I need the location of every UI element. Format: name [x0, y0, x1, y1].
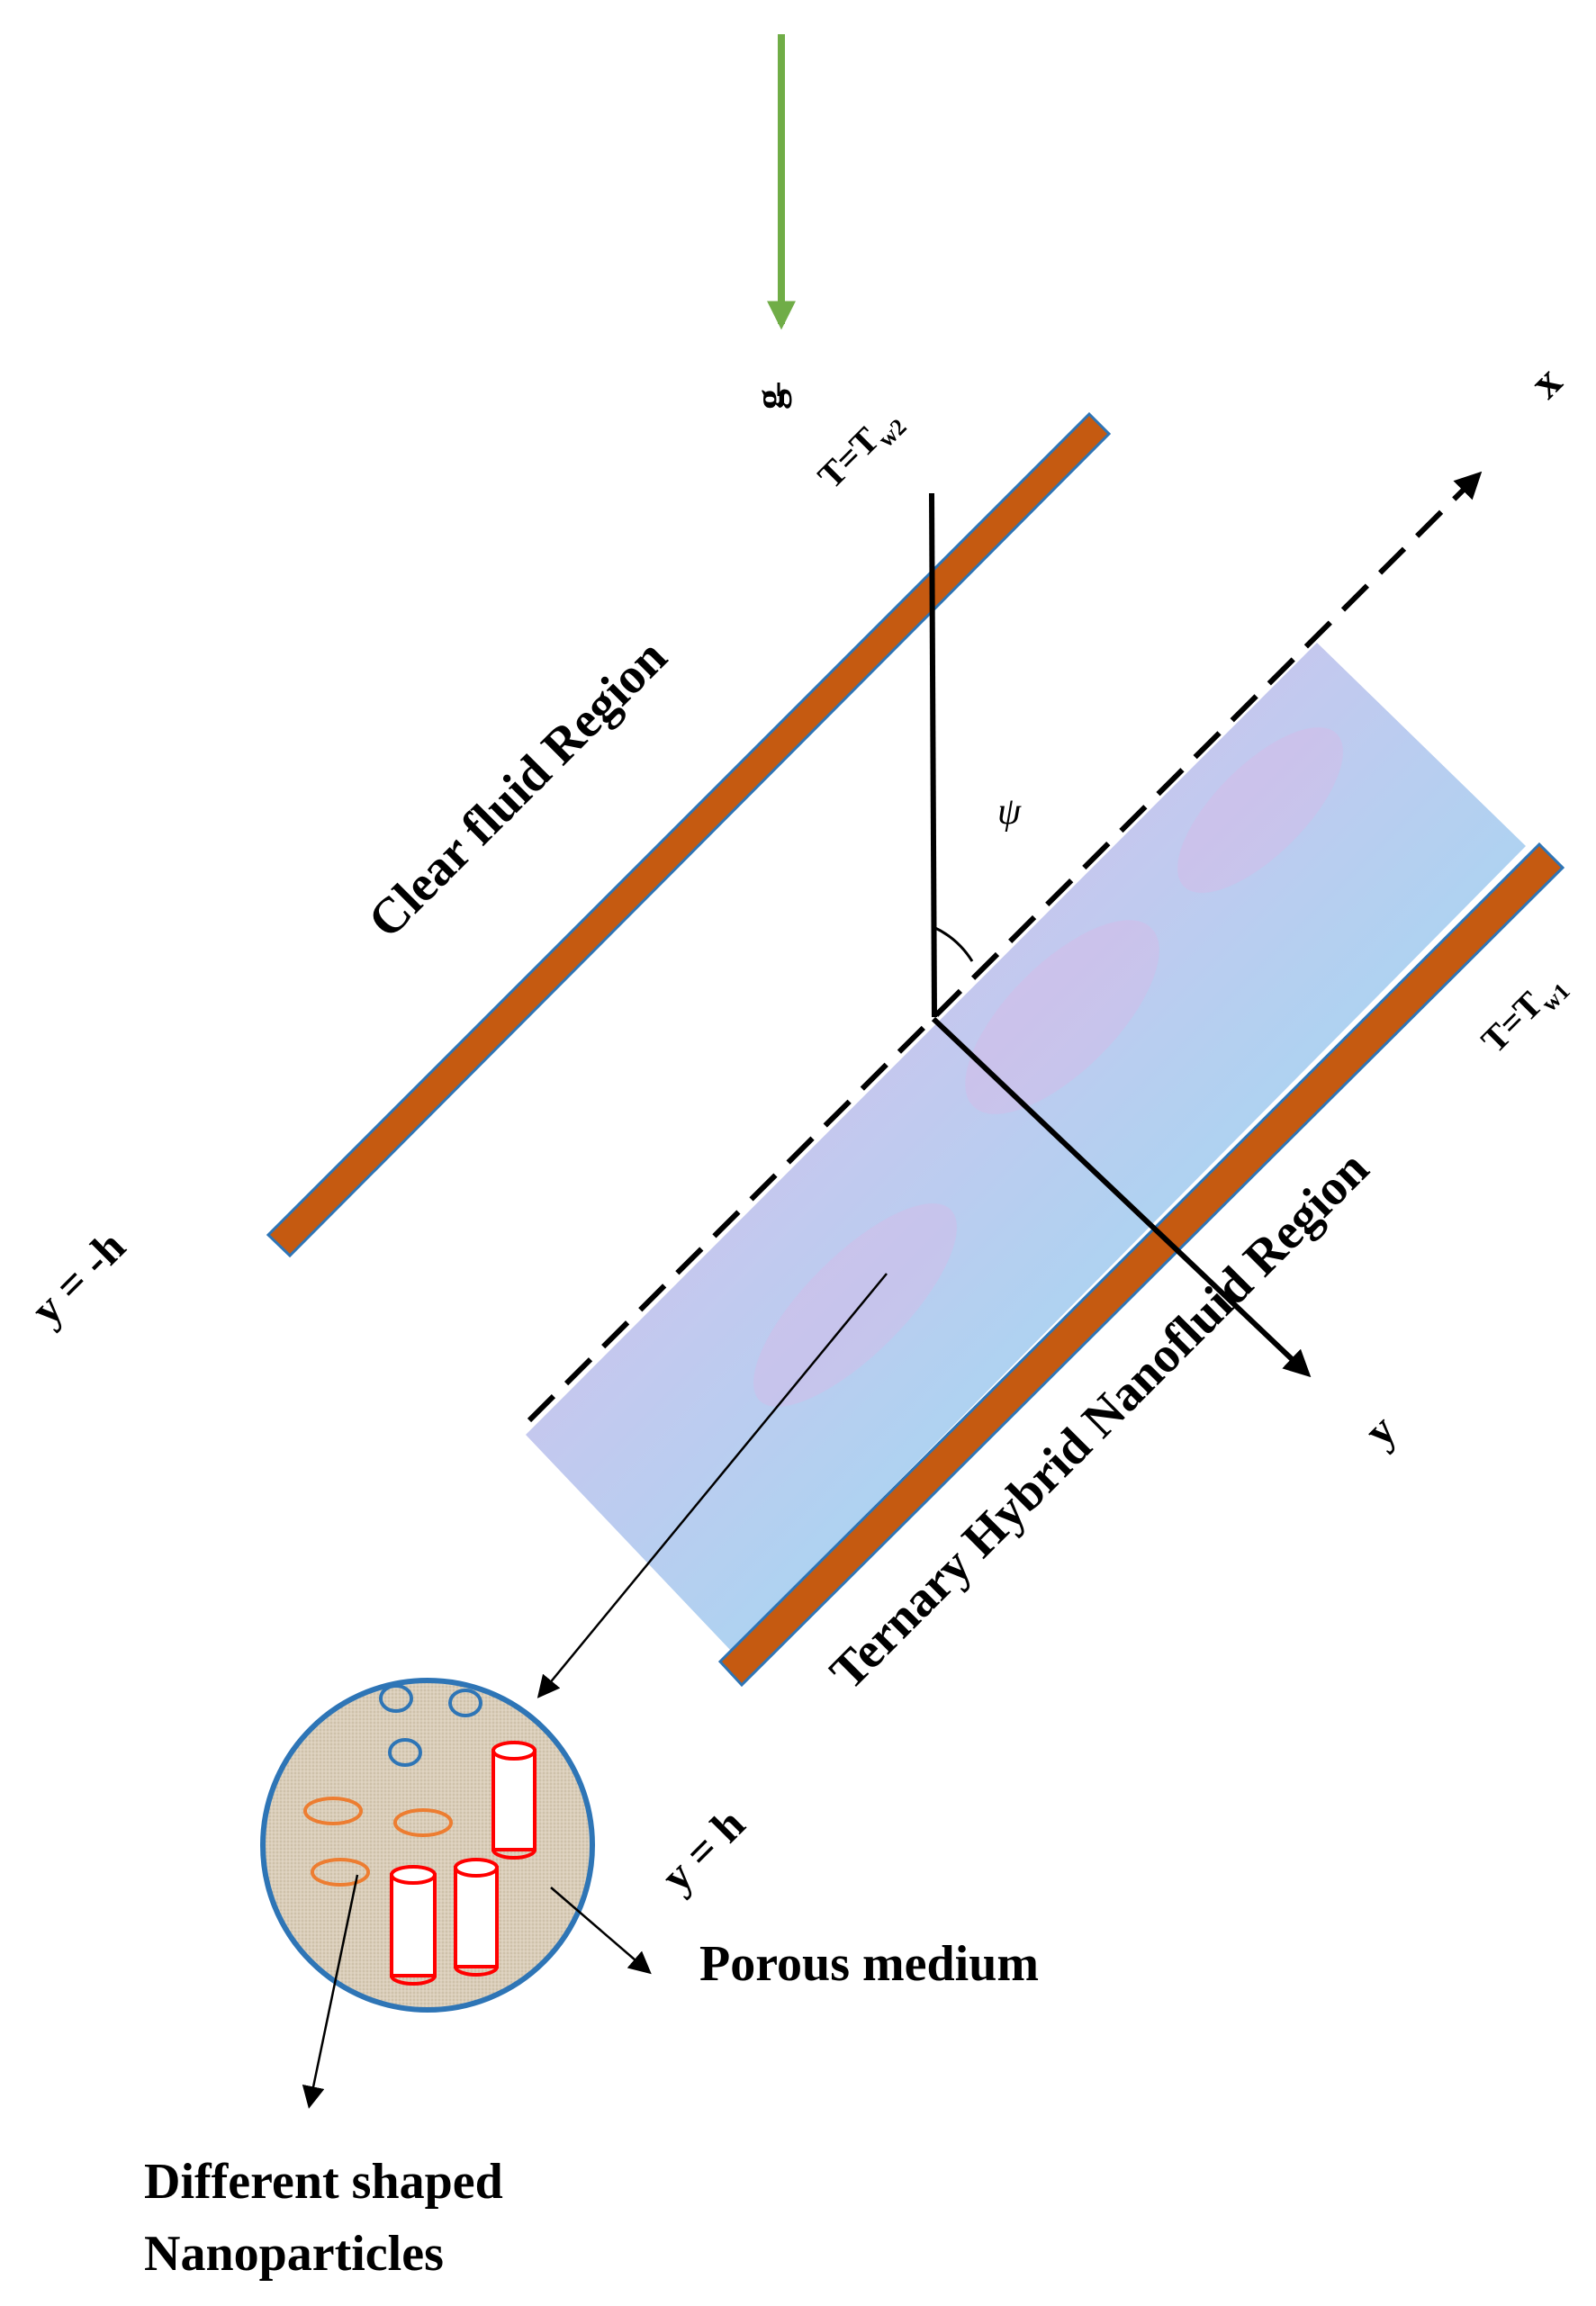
sphere-particle — [388, 1738, 422, 1767]
nanofluid-texture — [965, 920, 1159, 1114]
nanofluid-region — [526, 643, 1526, 1651]
nanoparticles-label-line2: Nanoparticles — [144, 2226, 444, 2282]
zoom-pointer-arrow — [537, 1273, 888, 1698]
bottom-wall — [717, 842, 1565, 1688]
y-axis — [931, 1016, 1312, 1378]
sphere-particle — [448, 1689, 482, 1717]
x-axis — [527, 471, 1483, 1423]
nanofluid-texture — [753, 1203, 957, 1407]
vertical-reference-line — [929, 492, 937, 1018]
nanoparticles-pointer — [302, 1874, 359, 2109]
top-wall — [266, 411, 1112, 1258]
sphere-particle — [379, 1684, 413, 1713]
porous-medium-inset — [260, 1678, 595, 2013]
nanofluid-texture — [1177, 727, 1343, 893]
y-minus-h-label: y = -h — [21, 1221, 135, 1335]
cylinder-particle — [491, 1741, 537, 1860]
gravity-label: g — [746, 389, 792, 410]
cylinder-particle — [390, 1865, 437, 1986]
angle-arc — [933, 925, 974, 962]
nanoparticles-label-line1: Different shaped — [144, 2154, 503, 2210]
x-axis-label: x — [1519, 356, 1571, 408]
bottom-wall-temperature: T=Tw1 — [1474, 963, 1575, 1065]
platelet-particle — [311, 1858, 370, 1887]
porous-medium-label: Porous medium — [699, 1936, 1039, 1992]
platelet-particle — [303, 1797, 363, 1825]
cylinder-particle — [454, 1858, 499, 1977]
angle-label: ψ — [997, 791, 1022, 833]
y-axis-label: y — [1354, 1405, 1405, 1456]
platelet-particle — [393, 1808, 453, 1837]
y-plus-h-label: y = h — [651, 1798, 754, 1902]
top-wall-temperature: T=Tw2 — [810, 399, 912, 500]
porous-medium-pointer — [550, 1887, 652, 1975]
